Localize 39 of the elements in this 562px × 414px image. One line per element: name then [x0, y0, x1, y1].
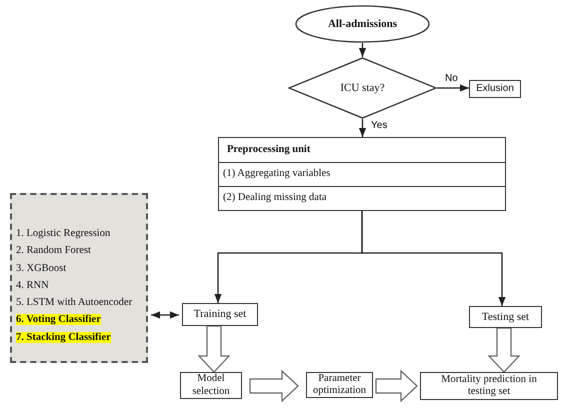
list-item: 7. Stacking Classifier [16, 330, 111, 345]
node-label: Testing set [482, 310, 530, 324]
block-arrow [249, 370, 299, 402]
block-arrow [198, 325, 230, 373]
list-item: 2. Random Forest [16, 244, 91, 258]
process-box [469, 80, 521, 98]
process-box [306, 372, 373, 398]
step-text: (1) Aggregating variables [223, 168, 330, 181]
list-item: 6. Voting Classifier [16, 313, 101, 328]
edge-label: Yes [370, 120, 388, 131]
node-label: All-admissions [328, 18, 398, 30]
node-label: ICU stay? [340, 82, 385, 94]
box-heading: Preprocessing unit [227, 144, 310, 156]
process-box [420, 372, 558, 400]
edge-label: No [444, 73, 459, 84]
node-label: Parameter optimization [312, 372, 368, 398]
node-label: Model selection [191, 373, 231, 398]
list-item: 3. XGBoost [16, 262, 66, 276]
start-ellipse [295, 5, 430, 43]
list-item: 4. RNN [16, 278, 49, 293]
decision-diamond [288, 57, 437, 119]
list-item: 1. Logistic Regression [16, 227, 110, 241]
model-list-panel [10, 193, 148, 363]
block-arrow [375, 370, 418, 402]
arrow [151, 311, 179, 319]
arrow [358, 119, 366, 137]
process-table-box [218, 137, 506, 211]
process-box [180, 372, 242, 399]
arrow [437, 84, 469, 92]
block-arrow [488, 327, 520, 373]
step-text: (2) Dealing missing data [223, 192, 327, 205]
process-box [182, 303, 258, 326]
node-label: Mortality prediction in testing set [440, 374, 538, 398]
arrow [361, 211, 506, 306]
arrow [358, 43, 366, 57]
list-item: 5. LSTM with Autoencoder [16, 296, 132, 310]
node-label: Training set [194, 308, 246, 321]
process-box [469, 306, 542, 328]
node-label: Exlusion [476, 83, 514, 95]
